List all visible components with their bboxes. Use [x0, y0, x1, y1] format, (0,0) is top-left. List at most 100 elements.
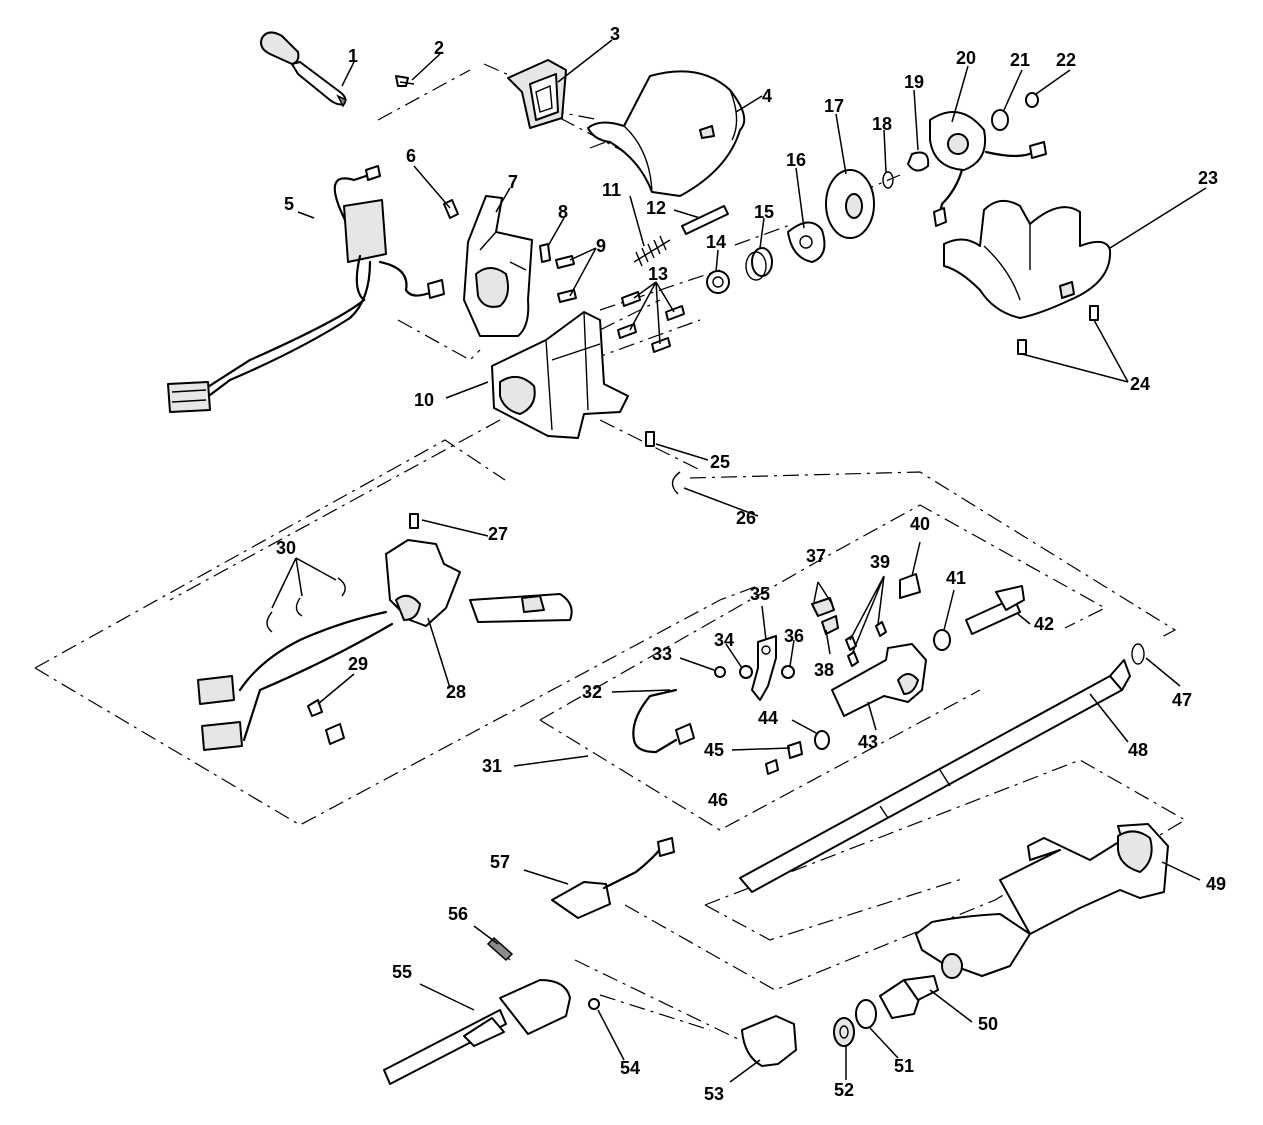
- callout-2: 2: [434, 38, 444, 58]
- retaining-rings-30: [266, 577, 346, 633]
- callout-40: 40: [910, 514, 930, 534]
- callout-13: 13: [648, 264, 668, 284]
- callout-3: 3: [610, 24, 620, 44]
- spring-11: [633, 235, 671, 267]
- retaining-ring-26: [671, 471, 681, 495]
- callout-36: 36: [784, 626, 804, 646]
- callout-28: 28: [446, 682, 466, 702]
- hazard-knob-boot: [507, 59, 567, 129]
- callout-45: 45: [704, 740, 724, 760]
- callout-32: 32: [582, 682, 602, 702]
- callout-1: 1: [348, 46, 358, 66]
- screws-13: [617, 291, 685, 353]
- bushing-41: [933, 629, 951, 651]
- screw-45: [765, 741, 803, 775]
- inflatable-restraint-coil-20: [929, 111, 1047, 227]
- upper-bearing-spring-15: [745, 247, 773, 281]
- callout-48: 48: [1128, 740, 1148, 760]
- steering-column-housing: [491, 311, 629, 439]
- bolt-56: [486, 936, 514, 962]
- callout-14: 14: [706, 232, 726, 252]
- callout-55: 55: [392, 962, 412, 982]
- callout-54: 54: [620, 1058, 640, 1078]
- lever-40: [899, 573, 921, 599]
- bushing-36: [781, 665, 795, 679]
- intermediate-shaft-55: [383, 979, 571, 1085]
- lock-plate-17: [825, 169, 875, 239]
- callout-52: 52: [834, 1080, 854, 1100]
- shaft-42: [965, 585, 1025, 635]
- lock-plate-14: [706, 270, 730, 294]
- callout-labels: 1 2 3 4 5 6 7 8 9 10 11 12 13 14 15 16 1…: [276, 24, 1226, 1104]
- retaining-ring-18: [882, 171, 894, 189]
- callout-21: 21: [1010, 50, 1030, 70]
- callout-44: 44: [758, 708, 778, 728]
- upper-cover: [587, 70, 746, 197]
- steering-shaft-48: [739, 659, 1131, 893]
- turn-signal-lever: [260, 31, 348, 108]
- callout-24: 24: [1130, 374, 1150, 394]
- pins-39: [845, 621, 887, 667]
- callout-47: 47: [1172, 690, 1192, 710]
- bushing-34: [739, 665, 753, 679]
- lower-cover: [943, 199, 1112, 319]
- callout-17: 17: [824, 96, 844, 116]
- callout-57: 57: [490, 852, 510, 872]
- dimmer-switch-57: [551, 837, 675, 919]
- screw-27: [409, 513, 419, 529]
- switch-38: [821, 615, 839, 635]
- callout-23: 23: [1198, 168, 1218, 188]
- bushing-44: [814, 730, 830, 750]
- retaining-ring-47: [1131, 643, 1145, 665]
- callout-8: 8: [558, 202, 568, 222]
- callout-7: 7: [508, 172, 518, 192]
- assembly-outlines: [34, 63, 1187, 1041]
- callout-46: 46: [708, 790, 728, 810]
- seal-53: [741, 1015, 797, 1067]
- callout-22: 22: [1056, 50, 1076, 70]
- callout-41: 41: [946, 568, 966, 588]
- screw-9b: [557, 289, 577, 303]
- callout-33: 33: [652, 644, 672, 664]
- bearing-51: [855, 999, 877, 1029]
- retainer-52: [833, 1017, 855, 1047]
- callout-35: 35: [750, 584, 770, 604]
- callout-56: 56: [448, 904, 468, 924]
- retaining-ring-19: [907, 151, 930, 172]
- callout-25: 25: [710, 452, 730, 472]
- jacket-assembly-49: [999, 823, 1169, 935]
- callout-5: 5: [284, 194, 294, 214]
- callout-6: 6: [406, 146, 416, 166]
- callout-42: 42: [1034, 614, 1054, 634]
- callout-31: 31: [482, 756, 502, 776]
- shoe-37: [811, 597, 835, 617]
- callout-49: 49: [1206, 874, 1226, 894]
- shoe-35: [751, 635, 777, 701]
- callout-53: 53: [704, 1084, 724, 1104]
- screws-24: [1017, 305, 1099, 355]
- callout-50: 50: [978, 1014, 998, 1034]
- callout-4: 4: [762, 86, 772, 106]
- callout-39: 39: [870, 552, 890, 572]
- screw-25: [645, 431, 655, 447]
- nut-54: [588, 998, 600, 1010]
- callout-9: 9: [596, 236, 606, 256]
- lower-bearing-adapter-50: [879, 913, 1031, 1019]
- nut-22: [1025, 92, 1039, 108]
- buzzer-switch-32: [632, 688, 695, 754]
- wiring-harness-5: [167, 165, 445, 413]
- callout-11: 11: [602, 180, 621, 200]
- screw-8: [539, 243, 551, 263]
- gearshift-bowl-43: [831, 643, 927, 717]
- callout-34: 34: [714, 630, 734, 650]
- callout-43: 43: [858, 732, 878, 752]
- screw-9a: [555, 255, 575, 269]
- turn-signal-switch-assembly: [238, 539, 573, 742]
- screw-2: [395, 75, 415, 87]
- retaining-ring-21: [991, 109, 1009, 131]
- callout-19: 19: [904, 72, 924, 92]
- screw-33: [714, 666, 726, 678]
- callout-20: 20: [956, 48, 976, 68]
- callout-51: 51: [894, 1056, 914, 1076]
